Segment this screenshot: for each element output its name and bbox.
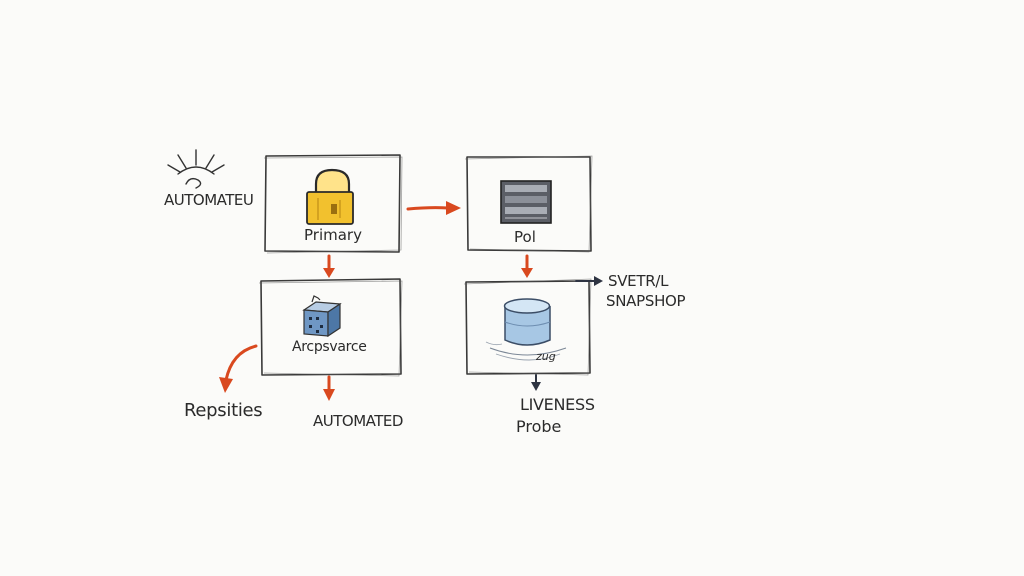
- sunburst-icon: [167, 149, 225, 189]
- volume-node[interactable]: zug: [463, 278, 592, 376]
- liveness-label-line1: LIVENESS: [520, 395, 595, 414]
- arrow-to-snapshot: [575, 276, 603, 286]
- liveness-label-line2: Probe: [516, 417, 561, 436]
- archive-label: Arcpsvarce: [292, 339, 367, 355]
- snapshot-label-line1: SVETR/L: [608, 272, 669, 290]
- padlock-icon: [306, 168, 354, 225]
- arrow-volume-to-liveness: [531, 374, 541, 391]
- primary-label: Primary: [304, 226, 362, 244]
- snapshot-label-line2: SNAPSHOP: [606, 292, 686, 310]
- arrow-archive-to-repositories: [219, 344, 258, 393]
- repositories-label: Repsities: [184, 400, 262, 421]
- pol-node[interactable]: Pol: [464, 155, 593, 253]
- automated-top-annotation: AUTOMATEU: [164, 149, 254, 209]
- automated-bottom-label: AUTOMATED: [313, 412, 403, 430]
- arrow-primary-to-pol: [406, 201, 461, 215]
- automated-top-label: AUTOMATEU: [164, 191, 253, 209]
- arrow-archive-to-automated: [323, 375, 335, 401]
- volume-label: zug: [535, 350, 556, 363]
- arrow-primary-to-archive: [323, 254, 335, 278]
- archive-node[interactable]: Arcpsvarce: [258, 278, 403, 377]
- server-rack-icon: [500, 180, 552, 224]
- primary-node[interactable]: Primary: [263, 154, 403, 254]
- arrow-pol-to-volume: [521, 254, 533, 278]
- storage-cube-icon: [302, 295, 342, 338]
- pol-label: Pol: [514, 228, 536, 246]
- database-cylinder-icon: [485, 298, 567, 361]
